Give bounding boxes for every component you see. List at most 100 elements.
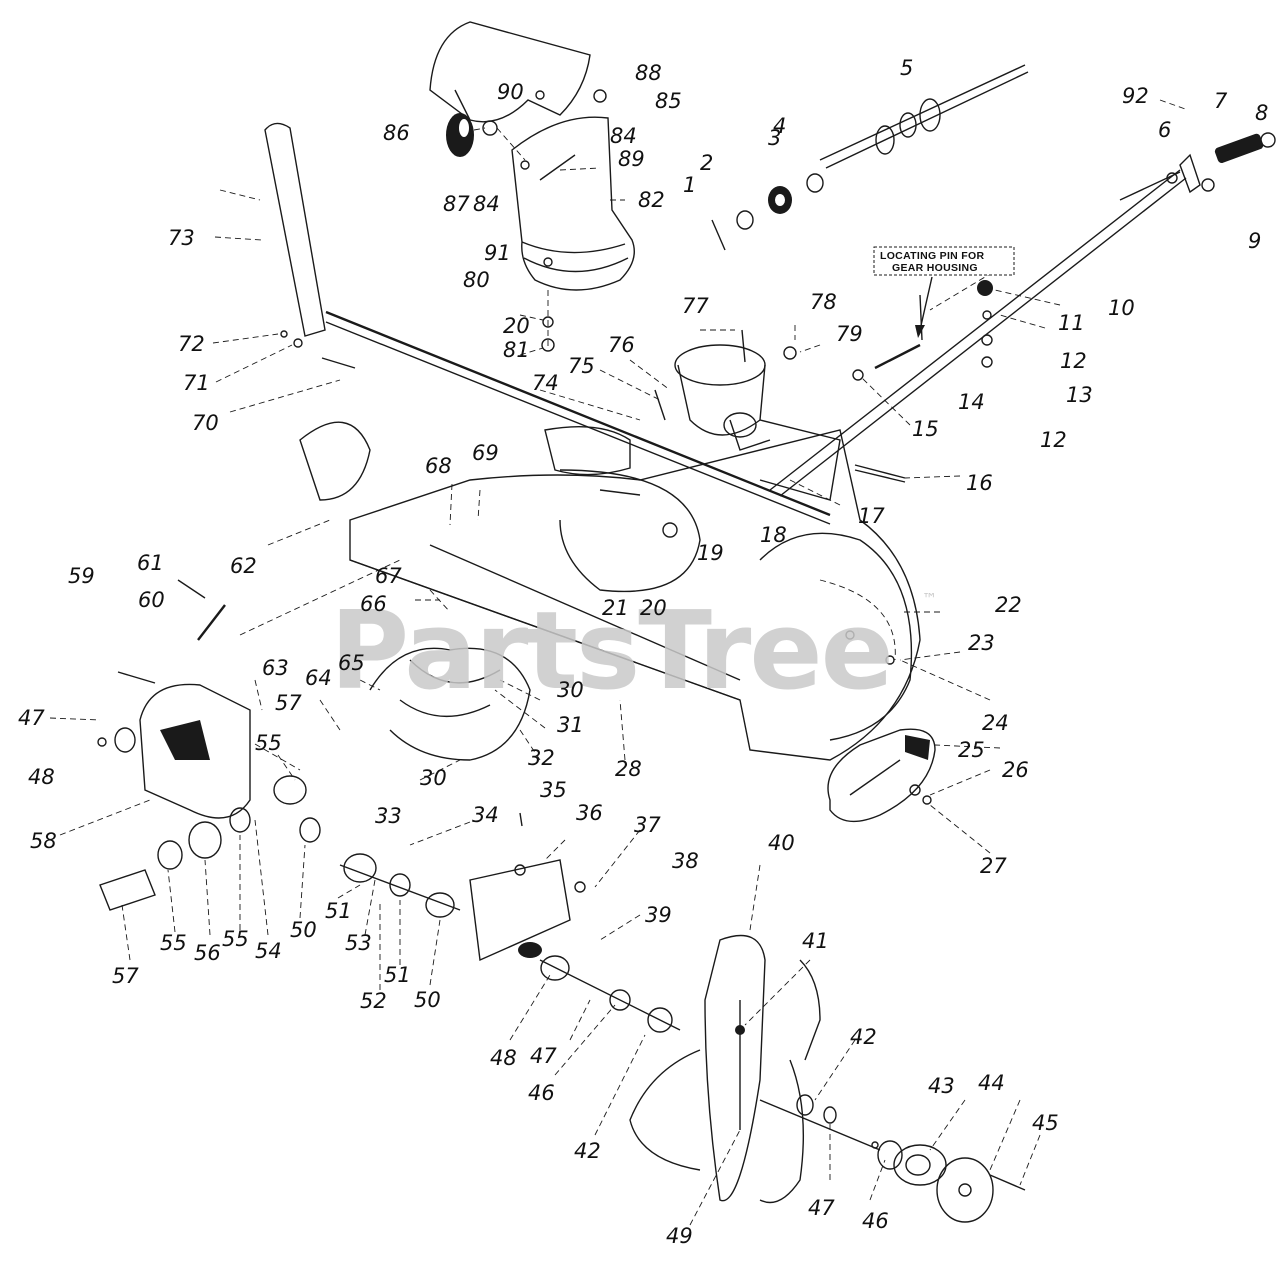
leader-lines xyxy=(49,99,1189,1226)
callout: 89 xyxy=(618,147,645,171)
callout: 55 xyxy=(160,931,187,955)
impeller-shaft-lower-part xyxy=(539,955,881,1151)
chute-hardware xyxy=(535,89,607,352)
callout: 7 xyxy=(1214,89,1228,113)
callout: 72 xyxy=(178,332,205,356)
callout: 49 xyxy=(666,1224,693,1248)
auger-spiral-part xyxy=(369,647,531,761)
crank-knob-part xyxy=(446,113,526,161)
callout: 18 xyxy=(760,523,787,547)
locating-pin-part xyxy=(741,280,993,483)
callout: 80 xyxy=(463,268,490,292)
callout: 51 xyxy=(325,899,352,923)
callout: 47 xyxy=(18,706,45,730)
callout: 17 xyxy=(858,504,885,528)
callout: 8 xyxy=(1255,101,1268,125)
callout: 82 xyxy=(638,188,665,212)
callout: 15 xyxy=(912,417,939,441)
callout-labels: 1 2 3 4 5 6 7 8 9 10 11 12 13 12 14 15 1… xyxy=(18,56,1268,1248)
callout: 46 xyxy=(528,1081,555,1105)
callout: 76 xyxy=(608,333,635,357)
callout: 28 xyxy=(615,757,642,781)
callout: 48 xyxy=(490,1046,517,1070)
control-rod-part xyxy=(769,169,1187,497)
callout: 85 xyxy=(655,89,682,113)
callout: 54 xyxy=(255,939,282,963)
gear-housing-part xyxy=(654,344,771,451)
callout: 60 xyxy=(138,588,165,612)
callout: 91 xyxy=(484,241,511,265)
callout: 56 xyxy=(194,941,221,965)
callout: 43 xyxy=(928,1074,955,1098)
callout: 58 xyxy=(30,829,57,853)
callout: 30 xyxy=(420,766,447,790)
callout: 47 xyxy=(808,1196,835,1220)
callout: 64 xyxy=(305,666,332,690)
callout: 62 xyxy=(230,554,257,578)
callout: 79 xyxy=(836,322,863,346)
callout: 81 xyxy=(503,338,530,362)
belt-cover-part xyxy=(827,728,936,823)
callout: 1 xyxy=(683,173,696,197)
callout: 23 xyxy=(968,631,995,655)
callout: 75 xyxy=(568,354,595,378)
exploded-drawing: LOCATING PIN FOR GEAR HOUSING xyxy=(49,21,1276,1226)
callout: 25 xyxy=(958,738,985,762)
callout: 19 xyxy=(697,541,724,565)
callout: 52 xyxy=(360,989,387,1013)
callout: 53 xyxy=(345,931,372,955)
callout: 67 xyxy=(375,564,402,588)
shaft-rod-part xyxy=(325,310,831,525)
callout: 12 xyxy=(1060,349,1087,373)
note-box: LOCATING PIN FOR GEAR HOUSING xyxy=(873,246,1015,338)
callout: 50 xyxy=(290,918,317,942)
callout: 42 xyxy=(850,1025,877,1049)
callout: 11 xyxy=(1058,311,1085,335)
callout: 44 xyxy=(978,1071,1005,1095)
callout: 31 xyxy=(557,713,584,737)
callout: 78 xyxy=(810,290,837,314)
callout: 90 xyxy=(497,80,524,104)
callout: 16 xyxy=(966,471,993,495)
housing-side-part xyxy=(759,532,913,741)
callout: 3 xyxy=(768,126,781,150)
callout: 92 xyxy=(1122,84,1149,108)
callout: 32 xyxy=(528,746,555,770)
callout: 59 xyxy=(68,564,95,588)
callout: 2 xyxy=(700,151,713,175)
callout: 65 xyxy=(338,651,365,675)
callout: 73 xyxy=(168,226,195,250)
callout: 35 xyxy=(540,778,567,802)
callout: 45 xyxy=(1032,1111,1059,1135)
callout: 36 xyxy=(576,801,603,825)
callout: 26 xyxy=(1002,758,1029,782)
callout: 69 xyxy=(472,441,499,465)
callout: 74 xyxy=(532,371,559,395)
center-shaft-part xyxy=(339,812,586,962)
callout: 12 xyxy=(1040,428,1067,452)
callout: 41 xyxy=(802,929,829,953)
callout: 55 xyxy=(255,731,282,755)
callout: 61 xyxy=(137,551,164,575)
callout: 48 xyxy=(28,765,55,789)
callout: 42 xyxy=(574,1139,601,1163)
callout: 84 xyxy=(610,124,637,148)
impeller-shaft-part xyxy=(711,64,1029,251)
note-line-1: LOCATING PIN FOR xyxy=(880,250,984,262)
callout: 33 xyxy=(375,804,402,828)
callout: 63 xyxy=(262,656,289,680)
auger-housing-part xyxy=(299,419,921,761)
callout: 47 xyxy=(530,1044,557,1068)
callout: 22 xyxy=(995,593,1022,617)
pulley-part xyxy=(877,1140,1026,1223)
callout: 9 xyxy=(1248,229,1261,253)
chute-deflector-part xyxy=(429,21,591,123)
callout: 50 xyxy=(414,988,441,1012)
callout: 6 xyxy=(1158,118,1171,142)
callout: 14 xyxy=(958,390,985,414)
discharge-chute-part xyxy=(511,116,635,291)
callout: 39 xyxy=(645,903,672,927)
callout: 38 xyxy=(672,849,699,873)
side-plate-part xyxy=(97,579,251,819)
callout: 46 xyxy=(862,1209,889,1233)
